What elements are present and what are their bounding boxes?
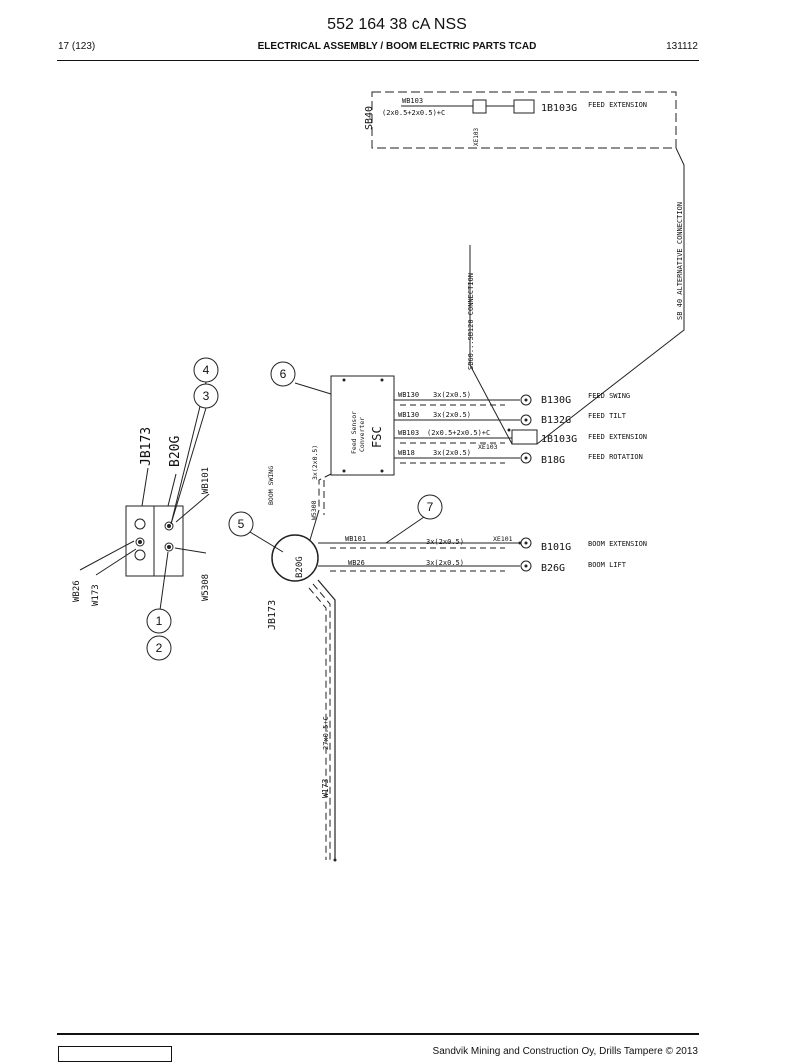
row2-cable: WB130: [398, 411, 419, 419]
callout-4: 4: [203, 363, 210, 377]
jb173-junction: [271, 534, 319, 582]
callout-circle-7: [417, 494, 443, 520]
sb40-cable-spec: (2x0.5+2x0.5)+C: [382, 109, 445, 117]
jrow1-spec: 3x(2x0.5): [426, 538, 464, 546]
jrow1-plug: XE101: [493, 535, 513, 543]
detail-hole-1: [134, 518, 146, 530]
jrow2-spec: 3x(2x0.5): [426, 559, 464, 567]
fsc-line1: Feed Sensor: [350, 411, 358, 454]
alt-connection-label: SB 40 ALTERNATIVE CONNECTION: [676, 202, 684, 320]
row3-cable: WB103: [398, 429, 419, 437]
b18g-sensor: [520, 452, 532, 464]
callout-circle-2: [146, 635, 172, 661]
footer-rule: [57, 1033, 699, 1035]
w173-spec-label: 27x0.5+C: [322, 716, 330, 750]
sb40-sensor-box: [513, 99, 535, 114]
callout-circle-5: [228, 511, 254, 537]
w5308-spec-label: 3x(2x0.5): [311, 445, 319, 480]
row4-cable: WB18: [398, 449, 415, 457]
row3-function: FEED EXTENSION: [588, 433, 647, 441]
callout-circle-3: [193, 383, 219, 409]
callout-7: 7: [427, 500, 434, 514]
jrow1-cable: WB101: [345, 535, 366, 543]
sb60-connection-label: SB60...SB120 CONNECTION: [467, 273, 475, 370]
jrow2-sensor: B26G: [541, 563, 565, 574]
row1-spec: 3x(2x0.5): [433, 391, 471, 399]
callout-6: 6: [280, 367, 287, 381]
callout-3: 3: [203, 389, 210, 403]
jrow1-sensor: B101G: [541, 542, 571, 553]
sb40-plug-label: XE103: [473, 128, 480, 146]
section-title: ELECTRICAL ASSEMBLY / BOOM ELECTRIC PART…: [257, 41, 537, 52]
footer-copyright: Sandvik Mining and Construction Oy, Dril…: [432, 1046, 698, 1057]
detail-b20g-label: B20G: [168, 436, 183, 467]
boom-swing-label: BOOM SWING: [267, 466, 275, 505]
detail-wb101-label: WB101: [201, 467, 211, 494]
sb40-box-label: SB40: [364, 106, 375, 130]
w5308-label: W5308: [310, 500, 318, 520]
junction-sensor-label: B20G: [295, 556, 305, 578]
row3-sensor: 1B103G: [541, 434, 577, 445]
row4-function: FEED ROTATION: [588, 453, 643, 461]
detail-hole-2: [134, 549, 146, 561]
detail-fitting-3: [164, 521, 174, 531]
row2-function: FEED TILT: [588, 412, 627, 420]
row2-spec: 3x(2x0.5): [433, 411, 471, 419]
callout-circle-6: [270, 361, 296, 387]
row4-spec: 3x(2x0.5): [433, 449, 471, 457]
b132g-sensor: [520, 414, 532, 426]
row2-sensor: B132G: [541, 415, 571, 426]
callout-circle-4: [193, 357, 219, 383]
jrow1-function: BOOM EXTENSION: [588, 540, 647, 548]
fsc-line2: Converter: [358, 417, 366, 452]
jrow2-function: BOOM LIFT: [588, 561, 627, 569]
row4-sensor: B18G: [541, 455, 565, 466]
b130g-sensor: [520, 394, 532, 406]
header-rule: [57, 60, 699, 61]
sb40-function-label: FEED EXTENSION: [588, 101, 647, 109]
fsc-code: FSC: [370, 426, 384, 448]
callout-5: 5: [238, 517, 245, 531]
row1-cable: WB130: [398, 391, 419, 399]
detail-w5308-label: W5308: [201, 574, 211, 601]
row1-function: FEED SWING: [588, 392, 630, 400]
fsc-box: [330, 375, 395, 476]
w173-label: W173: [321, 779, 330, 798]
detail-wb26-label: WB26: [72, 580, 82, 602]
alt-connection-cable: [536, 147, 685, 445]
detail-jb173-label: JB173: [139, 427, 154, 466]
detail-fitting-1: [135, 537, 145, 547]
fsc-xe103-label: XE103: [478, 443, 498, 451]
page-number: 17 (123): [58, 41, 96, 52]
sb60-cable: [469, 245, 513, 445]
date-code: 131112: [666, 41, 698, 52]
detail-w173-label: W173: [91, 584, 101, 606]
callout-circle-1: [146, 608, 172, 634]
callout-2: 2: [156, 641, 163, 655]
row3-spec: (2x0.5+2x0.5)+C: [427, 429, 490, 437]
fsc-xe103-plug: [511, 429, 538, 445]
junction-code-label: JB173: [267, 600, 278, 630]
document-title: 552 164 38 cA NSS: [327, 16, 467, 33]
jrow2-cable: WB26: [348, 559, 365, 567]
sb40-cable-label: WB103: [402, 97, 423, 105]
detail-fitting-2: [164, 542, 174, 552]
sb40-sensor-label: 1B103G: [541, 103, 577, 114]
row1-sensor: B130G: [541, 395, 571, 406]
b26g-sensor: [520, 560, 532, 572]
callout-1: 1: [156, 614, 163, 628]
sb40-plug: [472, 99, 487, 114]
company-logo: [58, 1046, 172, 1062]
